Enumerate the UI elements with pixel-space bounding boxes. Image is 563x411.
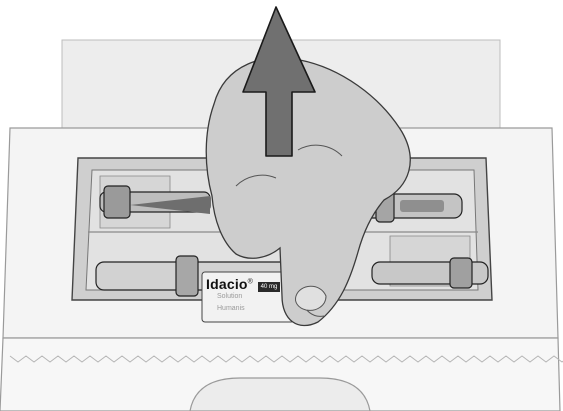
carton-front (0, 337, 561, 411)
up-arrow-icon (242, 6, 316, 157)
pen-label-line2: Humanis (217, 305, 245, 312)
pen-label-brand-text: Idacio (206, 276, 248, 292)
registered-mark: ® (247, 278, 254, 286)
pen-label-dose: 40 mg (258, 282, 280, 292)
carton-notch (189, 377, 371, 411)
hand (205, 57, 411, 327)
pen-label-brand: Idacio® (206, 276, 253, 292)
pen-right (361, 189, 463, 223)
pen-lower-right (371, 257, 489, 289)
pen-upper (99, 185, 211, 219)
pen-label-line1: Solution (217, 293, 243, 300)
perforation-line (9, 355, 563, 363)
